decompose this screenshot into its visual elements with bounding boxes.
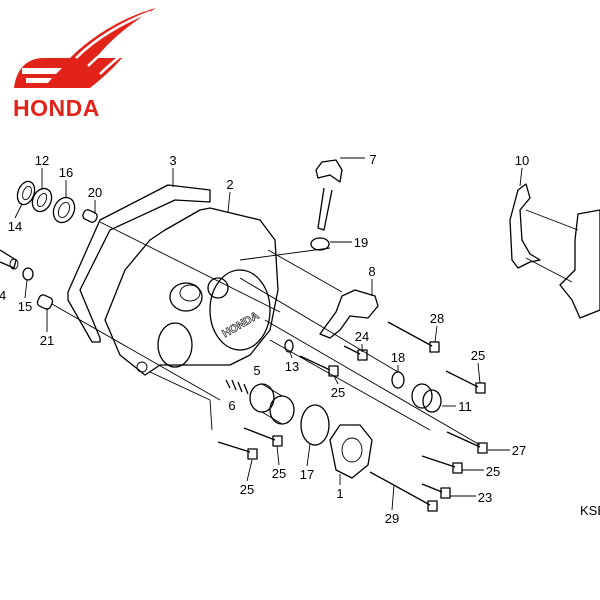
part-5-oil-filter [249, 383, 295, 425]
bolts [217, 321, 488, 512]
callout-2: 2 [226, 177, 233, 192]
callout-29: 29 [385, 511, 399, 526]
part-12-washer [31, 187, 53, 213]
part-10-fork [509, 183, 541, 269]
part-21-dowel [36, 294, 54, 310]
part-4-shaft [0, 249, 19, 270]
callout-25-a: 25 [471, 348, 485, 363]
part-17-o-ring [300, 404, 330, 446]
callout-17: 17 [300, 467, 314, 482]
callout-8: 8 [368, 264, 375, 279]
callout-16: 16 [59, 165, 73, 180]
part-1-filter-cover [329, 424, 373, 479]
callout-25-c: 25 [272, 466, 286, 481]
part-18-o-ring [391, 371, 405, 389]
part-15-washer [22, 267, 34, 281]
callout-23: 23 [478, 490, 492, 505]
part-19-o-ring [310, 237, 330, 251]
diagram-code: KSE [580, 503, 600, 518]
callout-19: 19 [354, 235, 368, 250]
part-drum [559, 209, 600, 319]
callout-25-d: 25 [486, 464, 500, 479]
callout-1: 1 [336, 486, 343, 501]
callout-25-b: 25 [331, 385, 345, 400]
callout-5: 5 [253, 363, 260, 378]
callout-3: 3 [169, 153, 176, 168]
part-6-spring [225, 379, 249, 395]
callout-labels: 12 16 20 3 2 7 10 14 19 8 15 21 28 24 13… [0, 152, 600, 526]
callout-14: 14 [8, 219, 22, 234]
part-13-washer [284, 339, 294, 353]
callout-20: 20 [88, 185, 102, 200]
callout-6: 6 [228, 398, 235, 413]
callout-27: 27 [512, 443, 526, 458]
part-7-dipstick [315, 159, 343, 231]
callout-25-e: 25 [240, 482, 254, 497]
part-16-oil-seal [52, 196, 76, 224]
callout-18: 18 [391, 350, 405, 365]
callout-7: 7 [369, 152, 376, 167]
brand-name: HONDA [13, 95, 100, 121]
callout-11: 11 [458, 399, 472, 414]
part-14-circlip [16, 180, 36, 206]
callout-24: 24 [355, 329, 369, 344]
part-20-dowel [82, 209, 98, 223]
callout-13: 13 [285, 359, 299, 374]
part-3-gasket [67, 184, 211, 343]
callout-10: 10 [515, 153, 529, 168]
honda-wing-logo: HONDA [13, 8, 156, 121]
part-2-crankcase-cover: HONDA [104, 207, 279, 376]
cover-logo-embossing: HONDA [220, 310, 261, 341]
callout-28: 28 [430, 311, 444, 326]
leader-lines [14, 157, 579, 511]
callout-15: 15 [18, 299, 32, 314]
part-8-bracket [319, 289, 379, 339]
part-11-plug [411, 383, 442, 413]
callout-12: 12 [35, 153, 49, 168]
callout-4: 4 [0, 288, 6, 303]
callout-21: 21 [40, 333, 54, 348]
